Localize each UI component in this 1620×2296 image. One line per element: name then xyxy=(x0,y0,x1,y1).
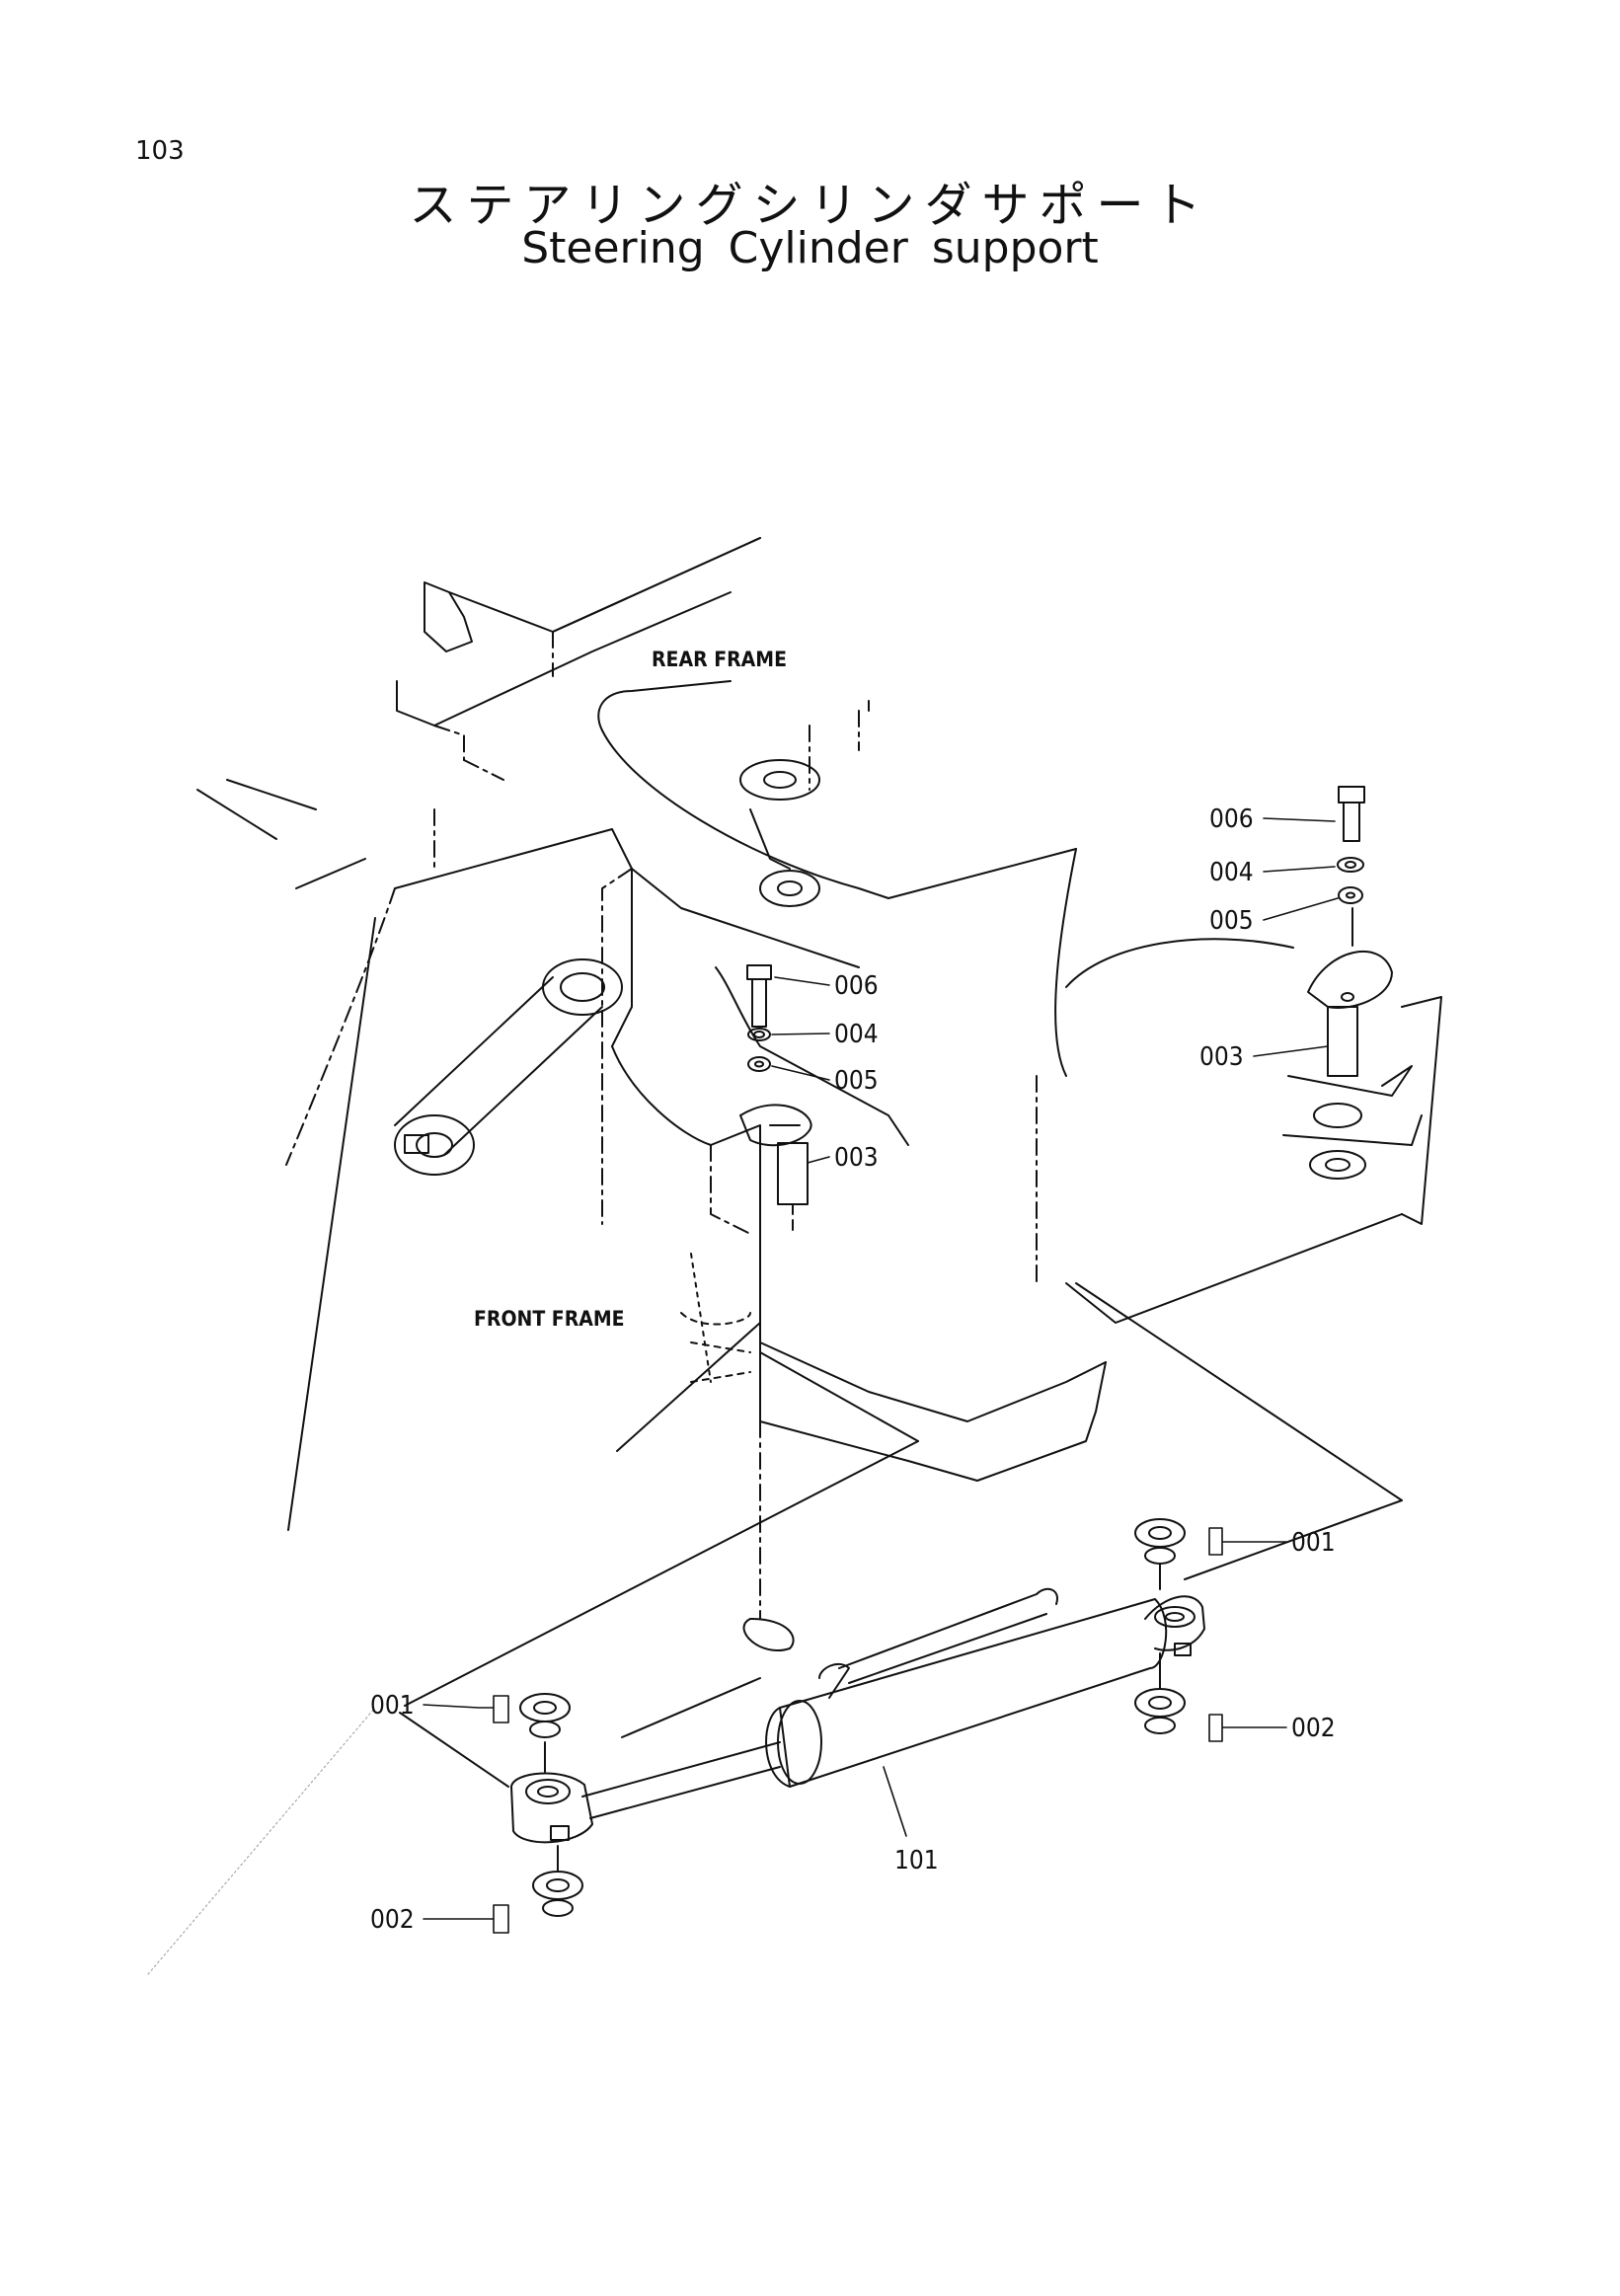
left-arm-line xyxy=(196,789,376,1531)
left-pin-group xyxy=(739,964,812,1235)
page-title: Steering Cylinder support xyxy=(521,223,1099,273)
rear-frame-bracket xyxy=(739,759,820,907)
callout-005-left: 005 xyxy=(834,1066,879,1096)
guide-line xyxy=(1184,1499,1403,1580)
left-bushing-parts xyxy=(519,1693,583,1917)
left-cylinder-mount-illustration xyxy=(394,958,623,1176)
rear-frame-outline xyxy=(396,537,1442,1324)
callout-006-left: 006 xyxy=(834,971,879,1001)
callout-004-right: 004 xyxy=(1209,858,1254,887)
callout-003-left: 003 xyxy=(834,1143,879,1173)
callout-101: 101 xyxy=(894,1846,939,1875)
guide-line xyxy=(404,1440,919,1707)
callout-001-left: 001 xyxy=(370,1691,415,1721)
callout-001-right: 001 xyxy=(1291,1528,1336,1558)
page-title-japanese: ステアリングシリンダサポート xyxy=(409,178,1211,233)
callout-002-right: 002 xyxy=(1291,1714,1336,1743)
guide-line xyxy=(399,1712,509,1788)
steering-cylinder xyxy=(510,1587,1205,1844)
rear-frame-label: REAR FRAME xyxy=(652,648,787,671)
callout-002-left: 002 xyxy=(370,1905,415,1935)
left-arm-hatch xyxy=(226,779,366,889)
front-frame-label: FRONT FRAME xyxy=(474,1307,625,1331)
callout-005-right: 005 xyxy=(1209,906,1254,936)
guide-line xyxy=(407,1451,617,1739)
guide-line xyxy=(621,1677,761,1738)
callout-003-right: 003 xyxy=(1199,1042,1244,1072)
callout-006-right: 006 xyxy=(1209,804,1254,834)
guide-line xyxy=(1075,1282,1403,1501)
guide-line xyxy=(759,1351,919,1442)
right-bushing-parts xyxy=(1134,1518,1186,1734)
guide-line xyxy=(147,1707,376,1975)
callout-leaders xyxy=(423,817,1339,1934)
front-frame-outline xyxy=(285,828,1107,1651)
guide-line xyxy=(616,1322,761,1452)
right-pin-group xyxy=(1282,786,1423,1180)
callout-004-left: 004 xyxy=(834,1020,879,1049)
page-number: 103 xyxy=(135,136,185,166)
